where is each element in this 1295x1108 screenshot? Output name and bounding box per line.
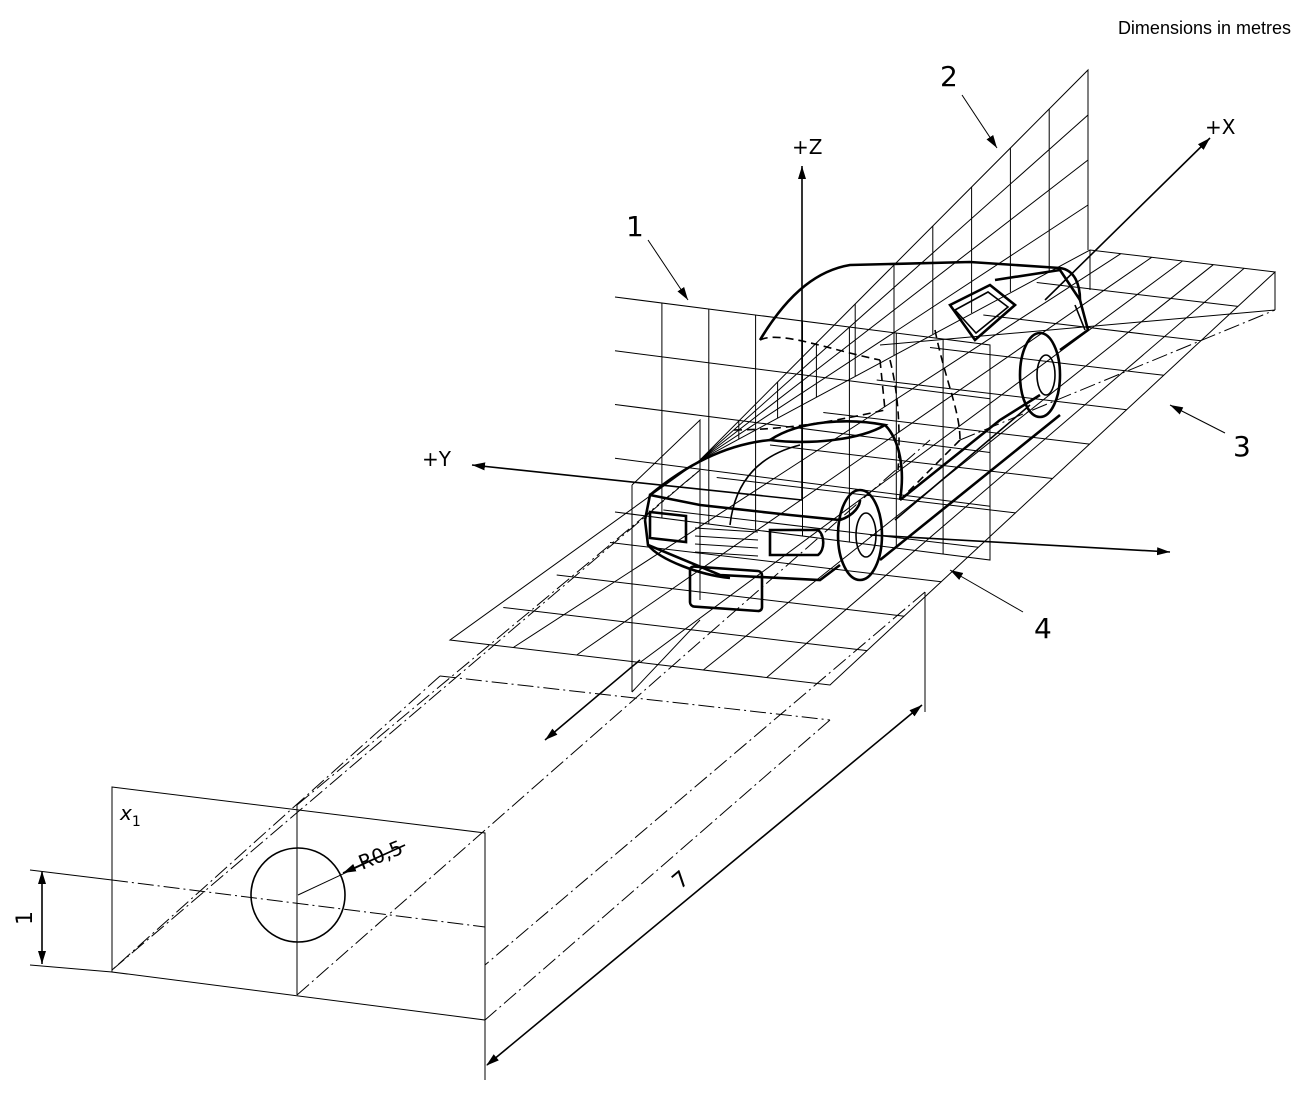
height-dimension-label: 1 [13, 911, 38, 925]
callout-3-label: 3 [1233, 430, 1251, 463]
dimensions-note: Dimensions in metres [1117, 18, 1291, 38]
callout-1-label: 1 [626, 210, 644, 243]
axis-x [1044, 137, 1211, 301]
reference-plane-label: x1 [119, 801, 141, 830]
radius-dimension-label: R0,5 [355, 835, 406, 874]
reference-plane-x1 [111, 786, 486, 1021]
axis-x-forward [869, 534, 1171, 556]
callout-leaders [647, 94, 1226, 613]
length-dimension-label: 7 [668, 866, 695, 894]
axis-rear [544, 659, 641, 741]
axis-z-label: +Z [792, 135, 822, 159]
axis-y [471, 462, 803, 501]
plane-2-grid [699, 68, 1089, 461]
axis-y-label: +Y [422, 447, 452, 471]
axis-x-label: +X [1205, 115, 1236, 139]
callout-4-label: 4 [1034, 612, 1052, 645]
vehicle-outline [643, 260, 1090, 613]
callout-2-label: 2 [940, 60, 958, 93]
transverse-plane [631, 418, 701, 693]
reference-box [111, 309, 1276, 1021]
dimension-lines [29, 592, 926, 1080]
